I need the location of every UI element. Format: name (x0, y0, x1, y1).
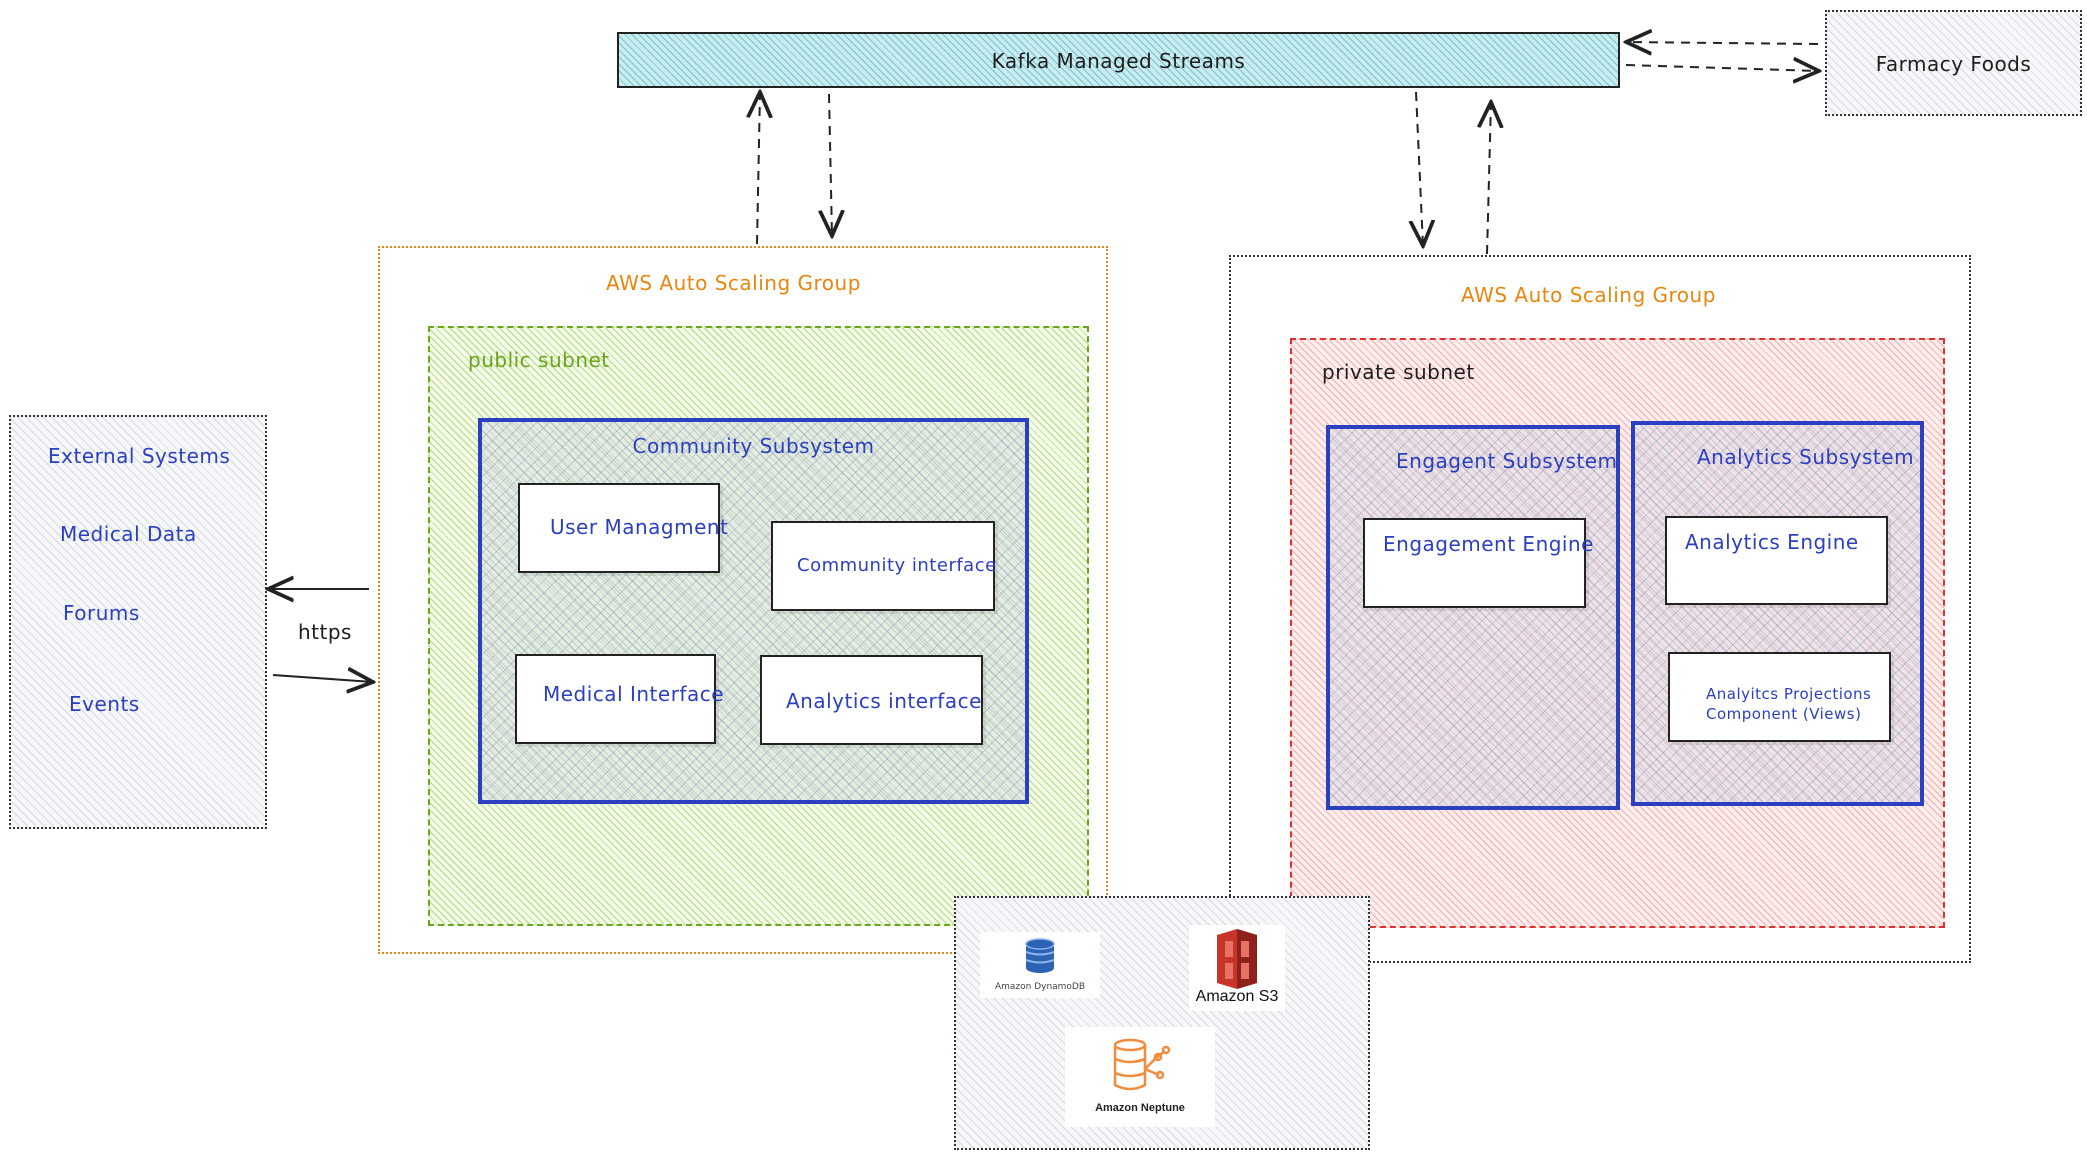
farmacy-foods-box[interactable]: Farmacy Foods (1825, 10, 2082, 116)
public-subnet-label: public subnet (468, 348, 610, 372)
community-interface-card[interactable]: Community interface (771, 521, 997, 611)
s3-label: Amazon S3 (1195, 988, 1279, 1005)
asg-left: AWS Auto Scaling Group (378, 246, 1108, 954)
events-label: Events (69, 692, 140, 716)
analytics-projections-card[interactable]: Analyitcs Projections Component (Views) (1668, 652, 1891, 742)
analytics-subsystem-title: Analytics Subsystem (1697, 445, 1915, 469)
user-management-card[interactable]: User Managment (518, 483, 728, 573)
asg-left-title: AWS Auto Scaling Group (606, 271, 861, 295)
arrow-external-to-asg (272, 675, 373, 682)
medical-interface-card[interactable]: Medical Interface (515, 654, 724, 744)
analytics-engine-label: Analytics Engine (1685, 530, 1859, 554)
dynamodb-tile[interactable]: Amazon DynamoDB (980, 932, 1100, 998)
kafka-streams-bar[interactable]: Kafka Managed Streams (617, 32, 1620, 88)
arrow-kafka-to-farmacy (1625, 65, 1819, 71)
arrow-farmacy-to-kafka (1626, 42, 1819, 44)
arrow-kafka-to-community (829, 93, 832, 236)
engagement-subsystem-title: Engagent Subsystem (1396, 449, 1618, 473)
neptune-icon (1113, 1038, 1171, 1091)
public-subnet: public subnet (428, 326, 1089, 926)
external-systems-label: External Systems (48, 444, 231, 468)
arrow-kafka-to-private (1416, 91, 1423, 246)
engagement-subsystem[interactable]: Engagent Subsystem (1326, 425, 1620, 810)
community-subsystem-title: Community Subsystem (632, 434, 875, 458)
neptune-label: Amazon Neptune (1095, 1102, 1185, 1114)
user-management-label: User Managment (550, 515, 729, 539)
neptune-tile[interactable]: Amazon Neptune (1065, 1027, 1215, 1127)
analytics-interface-label: Analytics interface (786, 689, 982, 713)
analytics-interface-card[interactable]: Analytics interface (760, 655, 983, 745)
s3-bucket-icon (1217, 929, 1257, 989)
dynamodb-icon (1025, 938, 1055, 973)
analytics-engine-card[interactable]: Analytics Engine (1665, 516, 1888, 605)
community-interface-label: Community interface (797, 555, 997, 576)
medical-data-label: Medical Data (60, 522, 197, 546)
kafka-label: Kafka Managed Streams (991, 49, 1246, 73)
dynamodb-label: Amazon DynamoDB (994, 982, 1086, 992)
private-subnet-label: private subnet (1322, 360, 1475, 384)
analytics-projections-line1: Analyitcs Projections (1706, 685, 1872, 703)
https-label: https (298, 620, 352, 644)
analytics-projections-line2: Component (Views) (1706, 705, 1862, 723)
farmacy-label: Farmacy Foods (1875, 52, 2032, 76)
s3-tile[interactable]: Amazon S3 (1189, 925, 1285, 1011)
asg-right-title: AWS Auto Scaling Group (1461, 283, 1716, 307)
arrow-community-to-kafka (757, 92, 760, 245)
asg-right: AWS Auto Scaling Group (1229, 255, 1971, 963)
medical-interface-label: Medical Interface (543, 682, 725, 706)
engagement-engine-card[interactable]: Engagement Engine (1363, 518, 1593, 608)
forums-label: Forums (63, 601, 140, 625)
engagement-engine-label: Engagement Engine (1383, 532, 1594, 556)
external-systems-box[interactable]: External Systems Medical Data Forums Eve… (9, 415, 267, 829)
arrow-private-to-kafka (1487, 102, 1491, 255)
